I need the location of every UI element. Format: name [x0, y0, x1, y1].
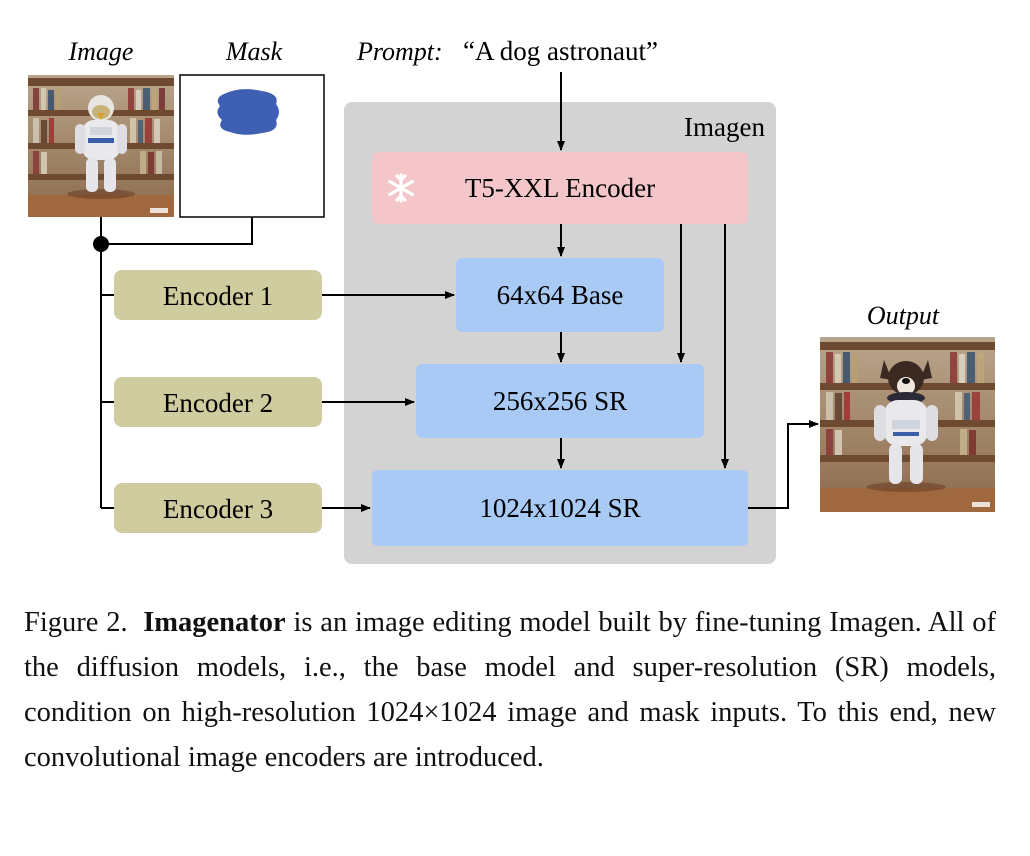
- stage-64-box: [456, 258, 664, 332]
- encoder-1-box: [114, 270, 322, 320]
- stage-1024-label: 1024x1024 SR: [479, 493, 640, 523]
- encoder-1-label: Encoder 1: [163, 281, 273, 311]
- stage-256-box: [416, 364, 704, 438]
- mask-label: Mask: [225, 37, 283, 66]
- encoder-3-label: Encoder 3: [163, 494, 273, 524]
- output-image: [820, 337, 995, 512]
- figure-number: Figure 2.: [24, 607, 128, 638]
- encoder-2-label: Encoder 2: [163, 388, 273, 418]
- connectors: [100, 72, 819, 512]
- encoder-2-box: [114, 377, 322, 427]
- imagenator-diagram: Imagen Image Mask Prompt: “A dog astrona…: [28, 36, 995, 564]
- model-name: Imagenator: [143, 607, 286, 638]
- input-image: [28, 75, 174, 217]
- imagen-title: Imagen: [684, 112, 765, 142]
- figure-caption: Figure 2. Imagenator is an image editing…: [24, 600, 996, 780]
- encoder-3-box: [114, 483, 322, 533]
- stage-64-label: 64x64 Base: [497, 280, 624, 310]
- t5-encoder-label: T5-XXL Encoder: [465, 173, 655, 203]
- junction-dot: [93, 236, 109, 252]
- prompt-text: “A dog astronaut”: [463, 36, 658, 66]
- stage-256-label: 256x256 SR: [493, 386, 627, 416]
- t5-encoder-box: [372, 152, 748, 224]
- mask-image: [179, 74, 325, 218]
- prompt-label: Prompt:: [356, 37, 443, 66]
- stage-1024-box: [372, 470, 748, 546]
- output-label: Output: [867, 301, 940, 330]
- caption-body: is an image editing model built by fine-…: [24, 607, 996, 773]
- snowflake-icon: [388, 173, 414, 203]
- image-label: Image: [68, 37, 134, 66]
